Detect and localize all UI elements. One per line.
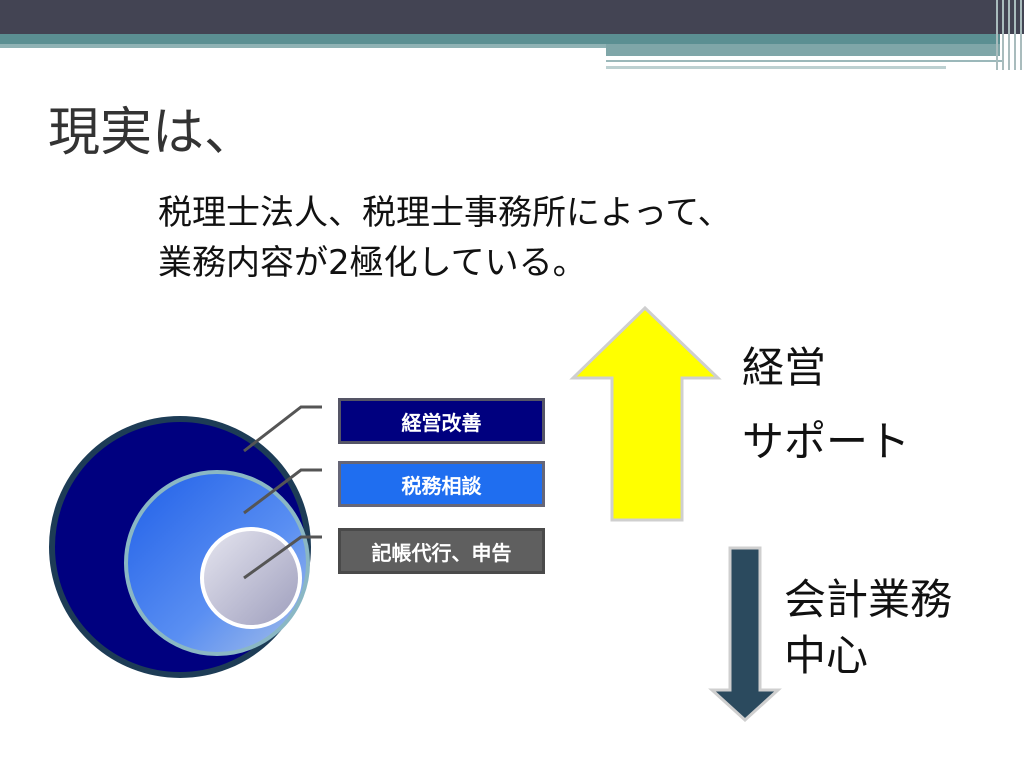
connector-line: [243, 535, 322, 580]
down-arrow-text: 会計業務 中心: [784, 572, 952, 684]
up-arrow: [569, 305, 722, 522]
header-bar: [0, 0, 1024, 34]
label-keiei-kaizen: 経営改善: [338, 398, 545, 444]
slide-subtitle: 税理士法人、税理士事務所によって、 業務内容が2極化している。: [158, 188, 732, 288]
header-accent-band-right: [606, 44, 1000, 56]
up-arrow-text-line: 経営: [742, 343, 827, 392]
connector-line: [243, 405, 322, 453]
down-arrow-text-line: 中心: [784, 631, 869, 680]
label-zeimu-soudan: 税務相談: [338, 461, 545, 507]
header-accent-band: [0, 34, 1000, 44]
header-accent-band-light: [0, 44, 610, 48]
down-arrow-text-line: 会計業務: [784, 575, 953, 624]
header-accent-line: [606, 60, 1004, 62]
header-accent-line: [606, 66, 946, 69]
header-vertical-lines: [994, 0, 1024, 70]
slide-title: 現実は、: [48, 103, 257, 163]
inner-circle: [200, 527, 302, 629]
down-arrow: [708, 546, 782, 723]
up-arrow-text-line: サポート: [742, 417, 911, 466]
label-kicho-shinkoku: 記帳代行、申告: [338, 528, 545, 574]
connector-line: [243, 468, 322, 515]
subtitle-line: 業務内容が2極化している。: [158, 243, 587, 283]
subtitle-line: 税理士法人、税理士事務所によって、: [158, 193, 732, 233]
